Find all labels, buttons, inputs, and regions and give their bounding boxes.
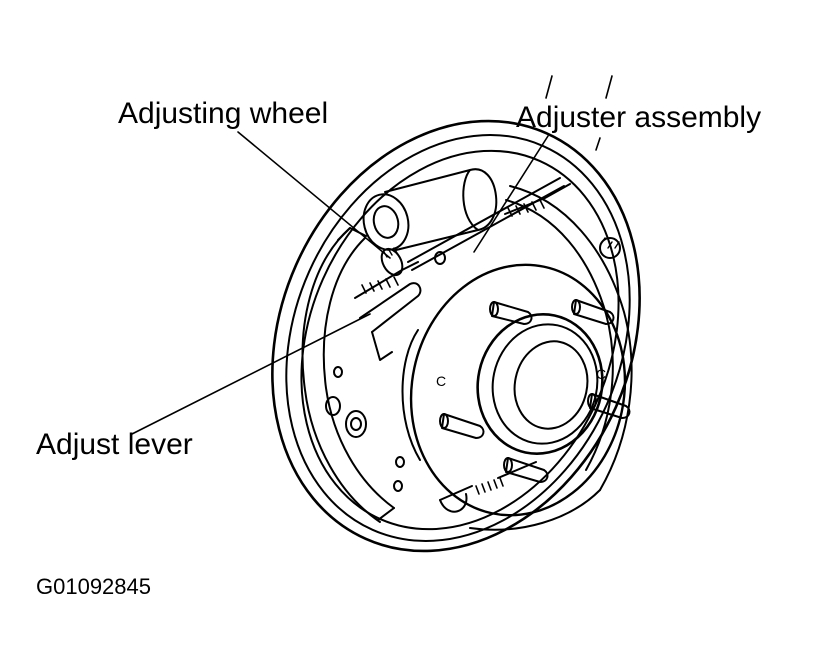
wheel-cylinder — [362, 168, 498, 251]
leader-adjusting-wheel — [237, 131, 391, 259]
hub-center — [476, 313, 604, 455]
label-adjust-lever: Adjust lever — [36, 428, 193, 461]
hub-mark-right: C — [596, 366, 606, 382]
adjuster-assembly-rod — [407, 177, 565, 271]
leader-tick-1 — [545, 75, 553, 99]
label-adjusting-wheel: Adjusting wheel — [118, 97, 329, 130]
label-adjuster-assembly: Adjuster assembly — [516, 101, 762, 134]
leader-tick-2 — [605, 75, 613, 99]
leader-adjust-lever — [131, 313, 371, 435]
leader-lines — [131, 75, 613, 435]
leader-adjuster-assembly — [473, 135, 549, 253]
brake-shoe-left — [301, 227, 395, 523]
figure-code: G01092845 — [36, 574, 151, 599]
hub-flange — [401, 263, 627, 517]
leader-tick-3 — [595, 137, 601, 151]
hold-down-pins — [325, 237, 621, 492]
lower-return-spring — [439, 461, 537, 513]
backing-plate — [271, 119, 641, 553]
hub-mark-left: C — [436, 373, 446, 389]
adjust-lever — [359, 282, 422, 361]
wheel-studs — [439, 299, 631, 483]
